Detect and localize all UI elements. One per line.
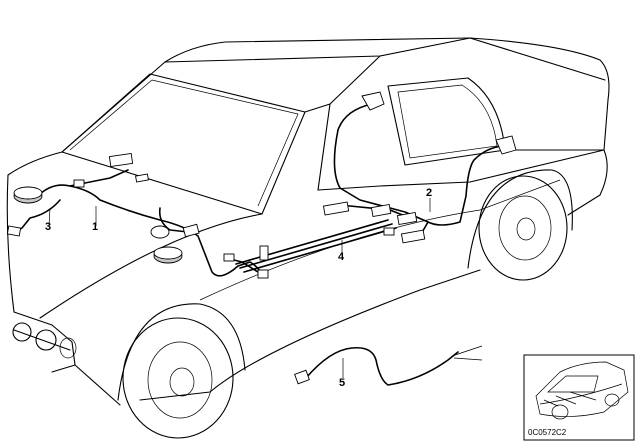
loose-cable-part xyxy=(294,345,483,386)
callout-3: 3 xyxy=(45,221,51,233)
callout-2: 2 xyxy=(426,187,432,199)
callout-5: 5 xyxy=(339,377,345,389)
inset-car-sketch xyxy=(535,361,629,420)
callout-4: 4 xyxy=(338,251,345,263)
wiring-harness-rear xyxy=(235,91,517,273)
callout-1: 1 xyxy=(92,221,98,233)
inset-thumbnail: 0C0572C2 xyxy=(523,354,635,441)
car-body-outline xyxy=(6,37,610,439)
callout-leaders xyxy=(48,198,431,378)
inset-ref-code: 0C0572C2 xyxy=(528,428,567,437)
